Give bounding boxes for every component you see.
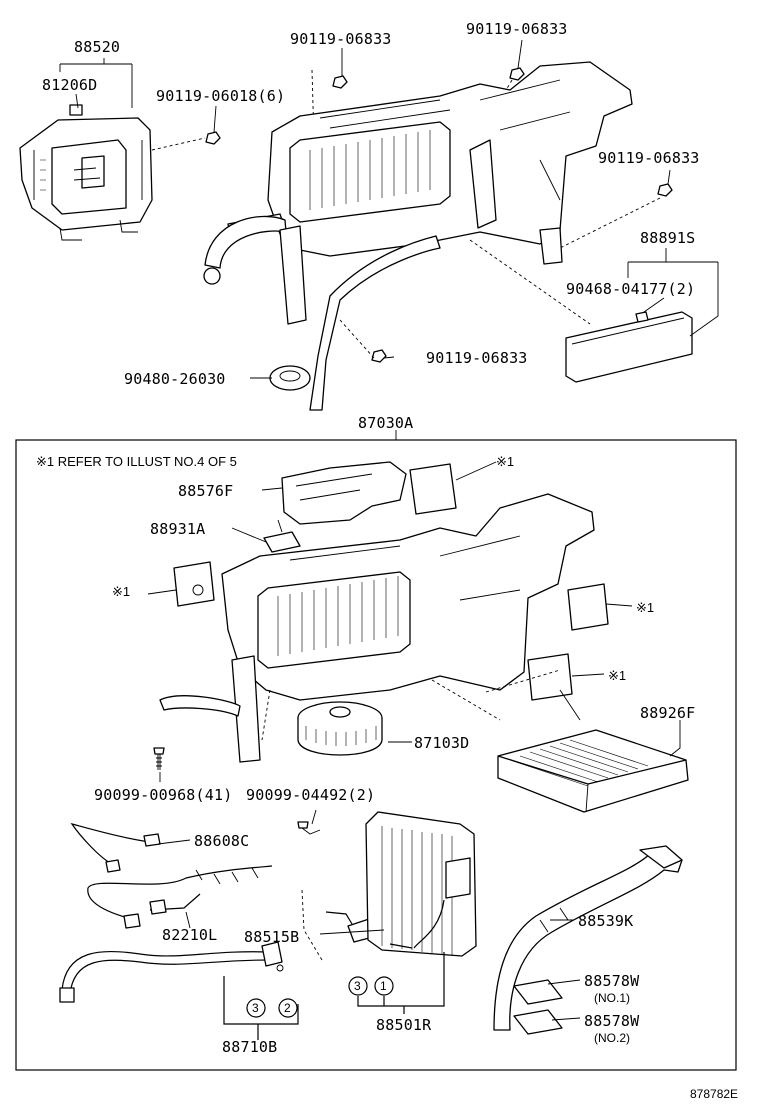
- label-90480-26030: 90480-26030: [124, 370, 226, 388]
- air-filter-drawing: [497, 729, 689, 813]
- ref-mark-1-a: ※1: [496, 454, 514, 469]
- label-90099-00968: 90099-00968(41): [94, 786, 232, 804]
- callout-circles: [246, 952, 445, 1018]
- label-no-2: (NO.2): [594, 1031, 630, 1045]
- leader-lines: [59, 39, 719, 1021]
- label-88926f: 88926F: [640, 704, 695, 722]
- evaporator-drawing: [365, 811, 477, 957]
- label-88891s: 88891S: [640, 229, 695, 247]
- label-88931a: 88931A: [150, 520, 205, 538]
- label-88501r: 88501R: [376, 1016, 432, 1034]
- duct-88576f-drawing: [281, 461, 407, 525]
- label-88520: 88520: [74, 38, 120, 56]
- hvac-assembly-lower-drawing: [159, 493, 595, 763]
- reference-note: ※1 REFER TO ILLUST NO.4 OF 5: [36, 454, 237, 469]
- label-82210l: 82210L: [162, 926, 217, 944]
- ref-mark-1-d: ※1: [608, 668, 626, 683]
- label-88539k: 88539K: [578, 912, 633, 930]
- label-87030a: 87030A: [358, 414, 413, 432]
- label-88576f: 88576F: [178, 482, 233, 500]
- label-90119-06833-c: 90119-06833: [598, 149, 700, 167]
- ecu-88520-drawing: [19, 104, 206, 241]
- label-90119-06018: 90119-06018(6): [156, 87, 285, 105]
- illustration-code: 878782E: [690, 1087, 738, 1101]
- callout-3-left: 3: [252, 1001, 259, 1015]
- ref-mark-1-b: ※1: [112, 584, 130, 599]
- grommet-drawing: [269, 365, 311, 391]
- wire-harness-82210l-drawing: [87, 865, 273, 929]
- label-81206d: 81206D: [42, 76, 97, 94]
- label-88515b: 88515B: [244, 928, 299, 946]
- label-87103d: 87103D: [414, 734, 469, 752]
- detail-frame: [15, 439, 737, 1071]
- blower-motor-drawing: [297, 701, 383, 756]
- label-90119-06833-a: 90119-06833: [290, 30, 392, 48]
- label-90119-06833-b: 90119-06833: [466, 20, 568, 38]
- label-90468-04177: 90468-04177(2): [566, 280, 695, 298]
- label-88578w-2: 88578W: [584, 1012, 640, 1030]
- callout-1: 1: [380, 979, 387, 993]
- label-88578w-1: 88578W: [584, 972, 640, 990]
- servo-motor-icons: [173, 463, 609, 721]
- label-88710b: 88710B: [222, 1038, 277, 1056]
- pipe-88710b-drawing: [59, 941, 299, 1040]
- callout-3-right: 3: [354, 979, 361, 993]
- seal-88578w-drawing: [513, 979, 563, 1035]
- label-90099-04492: 90099-04492(2): [246, 786, 375, 804]
- label-88608c: 88608C: [194, 832, 249, 850]
- hose-88539k-drawing: [493, 845, 683, 1031]
- filter-cover-drawing: [565, 311, 693, 383]
- sensor-wire-88608c-drawing: [70, 823, 161, 873]
- screw-icon: [153, 747, 321, 835]
- label-90119-06833-d: 90119-06833: [426, 349, 528, 367]
- hvac-assembly-top-drawing: [203, 61, 633, 411]
- label-no-1: (NO.1): [594, 991, 630, 1005]
- ref-mark-1-c: ※1: [636, 600, 654, 615]
- callout-2: 2: [284, 1001, 291, 1015]
- sensor-88931a-drawing: [263, 519, 301, 553]
